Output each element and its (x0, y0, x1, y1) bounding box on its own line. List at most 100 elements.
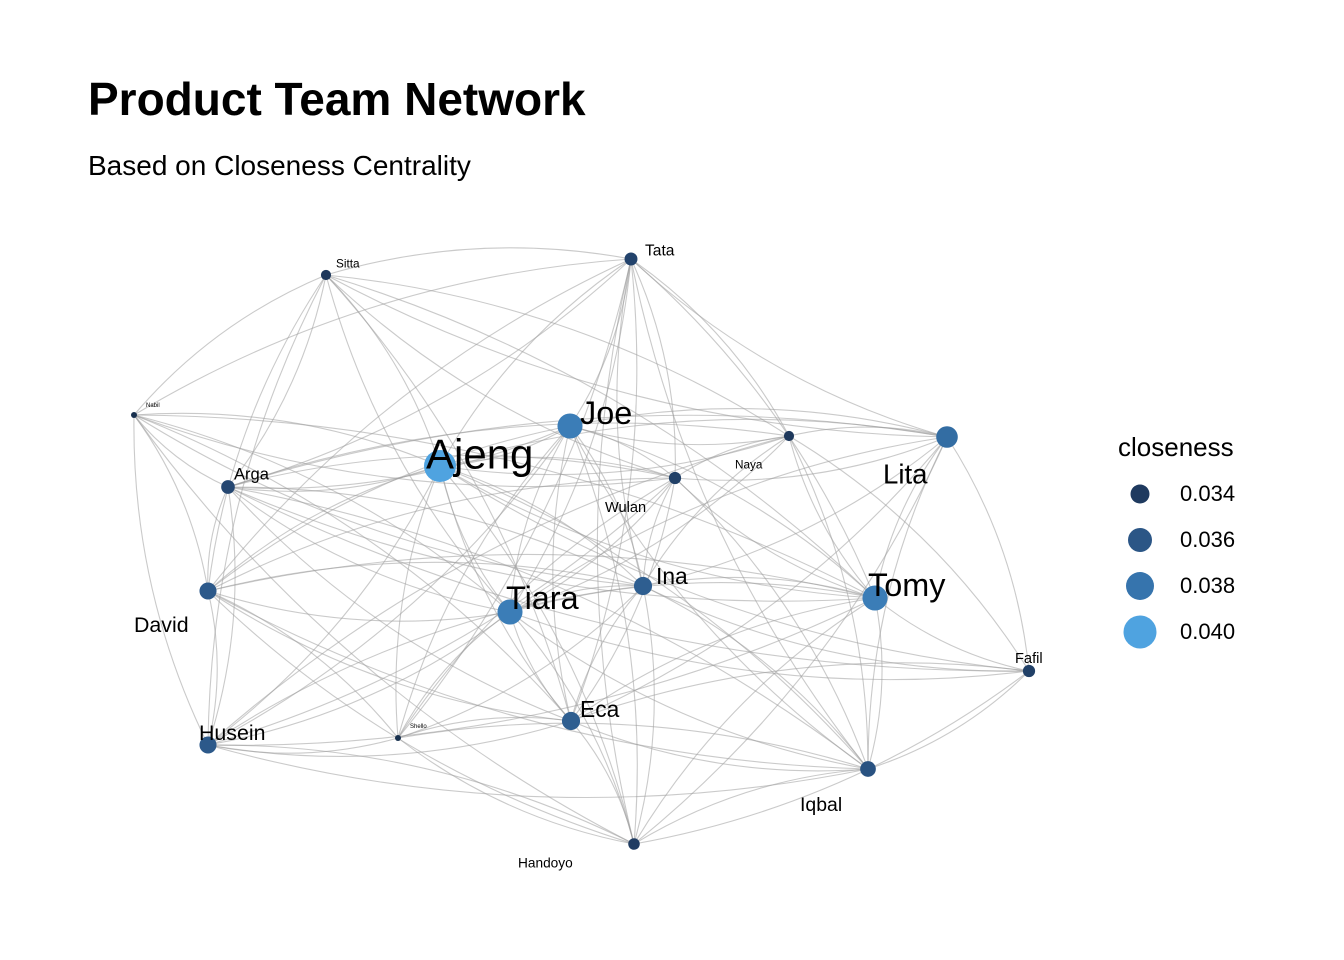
edge-sitta-naya (325, 274, 790, 437)
legend-label: 0.040 (1180, 619, 1236, 644)
edge-shello-iqbal (397, 722, 869, 770)
node-david (199, 582, 217, 600)
legend-label: 0.036 (1180, 527, 1236, 552)
node-tata (624, 252, 638, 266)
edge-sitta-tomy (325, 274, 876, 599)
legend-label: 0.034 (1180, 481, 1236, 506)
node-label-lita: Lita (883, 459, 928, 490)
edge-david-handoyo (207, 590, 635, 845)
edge-arga-david (207, 486, 229, 592)
edge-eca-fafil (570, 662, 1030, 722)
node-wulan (668, 471, 682, 485)
edge-joe-tomy (569, 425, 876, 599)
edge-sitta-tata (325, 247, 632, 276)
edge-sitta-ajeng (325, 274, 441, 467)
edge-naya-lita (788, 426, 948, 438)
edge-layer (133, 247, 1030, 845)
edge-arga-ina (227, 486, 644, 587)
edge-ajeng-naya (439, 435, 790, 476)
node-label-shello: Shello (410, 724, 427, 730)
edge-tomy-husein (207, 597, 876, 746)
node-label-ajeng: Ajeng (426, 431, 533, 478)
edge-tomy-iqbal (867, 597, 883, 770)
edge-wulan-shello (397, 477, 676, 739)
edge-tiara-eca (509, 611, 572, 722)
edge-david-tomy (207, 553, 876, 599)
node-handoyo (628, 838, 640, 850)
node-shello (395, 735, 401, 741)
edge-wulan-eca (570, 477, 676, 722)
edge-david-iqbal (207, 590, 869, 770)
edge-joe-wulan (569, 425, 676, 479)
edge-tata-david (207, 258, 632, 592)
edge-ina-fafil (642, 585, 1030, 672)
edge-tata-eca (570, 258, 638, 722)
edge-tata-ajeng (439, 258, 632, 467)
node-joe (557, 413, 583, 439)
node-tiara (497, 599, 523, 625)
edge-tomy-eca (570, 597, 876, 722)
edge-sitta-david (207, 274, 327, 592)
edge-ajeng-tomy (439, 465, 876, 599)
node-label-joe: Joe (580, 395, 632, 431)
edge-tata-tomy (630, 258, 876, 599)
edge-ina-shello (397, 585, 644, 739)
edge-sitta-nabil (133, 274, 327, 416)
edge-ina-handoyo (633, 585, 655, 845)
edge-tomy-handoyo (633, 597, 876, 845)
legend-item: 0.040 (1110, 609, 1310, 655)
edge-nabil-arga (133, 414, 229, 488)
node-label-ina: Ina (656, 563, 688, 589)
edge-sitta-lita (325, 274, 948, 438)
node-label-nabil: Nabil (146, 403, 160, 409)
edge-wulan-tiara (509, 477, 676, 613)
edge-naya-tomy (788, 435, 876, 599)
edge-david-ina (207, 561, 644, 592)
edge-eca-handoyo (570, 720, 635, 845)
node-label-tiara: Tiara (506, 580, 580, 616)
edge-joe-ina (569, 425, 644, 587)
legend-label: 0.038 (1180, 573, 1236, 598)
node-ajeng (424, 450, 456, 482)
edge-ina-husein (207, 585, 644, 746)
edge-handoyo-fafil (633, 670, 1030, 845)
edge-nabil-david (133, 414, 209, 592)
edge-ajeng-arga (227, 465, 441, 492)
edge-joe-handoyo (569, 425, 638, 845)
chart-subtitle: Based on Closeness Centrality (88, 150, 471, 181)
node-fafil (1022, 664, 1036, 678)
node-ina (633, 576, 653, 596)
edge-ajeng-husein (207, 465, 441, 746)
edge-david-tiara (207, 590, 511, 622)
edge-tata-shello (397, 258, 632, 739)
legend-item: 0.034 (1110, 471, 1310, 517)
edge-tata-nabil (133, 258, 632, 416)
edge-ajeng-iqbal (439, 465, 869, 770)
edge-nabil-eca (133, 414, 572, 722)
edge-joe-shello (397, 425, 571, 739)
edge-lita-tiara (509, 436, 948, 613)
edge-ajeng-handoyo (439, 465, 635, 845)
edge-nabil-handoyo (133, 414, 635, 845)
legend-title: closeness (1118, 432, 1234, 462)
node-label-tomy: Tomy (868, 567, 946, 603)
node-naya (783, 430, 795, 442)
edge-wulan-tomy (674, 477, 876, 599)
node-label-fafil: Fafil (1015, 651, 1043, 667)
edge-lita-handoyo (633, 436, 948, 845)
edge-arga-husein (207, 486, 236, 746)
node-label-husein: Husein (199, 721, 266, 745)
node-label-sitta: Sitta (336, 258, 360, 271)
edge-eca-shello (397, 716, 572, 739)
edge-naya-wulan (674, 435, 790, 479)
legend-item: 0.036 (1110, 517, 1310, 563)
node-nabil (131, 412, 137, 418)
edge-eca-iqbal (570, 720, 869, 772)
edge-handoyo-iqbal (633, 768, 869, 845)
edge-sitta-arga (227, 274, 327, 488)
edge-tata-arga (227, 258, 632, 488)
node-lita (936, 426, 958, 448)
chart-title: Product Team Network (88, 73, 586, 125)
